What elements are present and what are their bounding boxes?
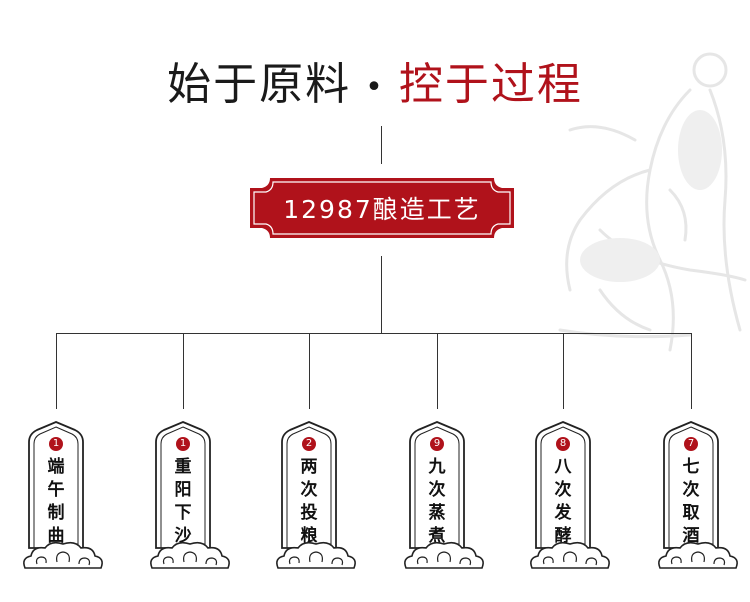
- cloud-ornament-icon: [23, 541, 103, 569]
- step-number-badge: 2: [302, 437, 316, 451]
- banner-label: 12987酿造工艺: [283, 195, 481, 224]
- step-number-badge: 1: [49, 437, 63, 451]
- title-separator: •: [365, 69, 385, 105]
- connector-branch: [56, 333, 57, 409]
- connector-branch: [183, 333, 184, 409]
- connector-top: [381, 126, 382, 164]
- step-card: 9 九次蒸煮: [404, 420, 484, 580]
- cloud-ornament-icon: [404, 541, 484, 569]
- connector-branch: [309, 333, 310, 409]
- connector-branch: [437, 333, 438, 409]
- cloud-ornament-icon: [530, 541, 610, 569]
- step-number-badge: 7: [684, 437, 698, 451]
- step-card: 7 七次取酒: [658, 420, 738, 580]
- cloud-ornament-icon: [150, 541, 230, 569]
- connector-trunk: [381, 256, 382, 333]
- step-label: 两次投粮: [300, 457, 318, 546]
- connector-horizontal: [56, 333, 691, 334]
- step-number-badge: 1: [176, 437, 190, 451]
- cloud-ornament-icon: [276, 541, 356, 569]
- step-label: 重阳下沙: [174, 457, 192, 546]
- process-banner: [250, 178, 514, 238]
- cloud-ornament-icon: [658, 541, 738, 569]
- step-card: 2 两次投粮: [276, 420, 356, 580]
- connector-branch: [563, 333, 564, 409]
- step-label: 九次蒸煮: [428, 457, 446, 546]
- step-card: 8 八次发酵: [530, 420, 610, 580]
- step-label: 八次发酵: [554, 457, 572, 546]
- title-right: 控于过程: [398, 59, 583, 110]
- page-title: 始于原料 • 控于过程: [0, 48, 750, 112]
- step-number-badge: 8: [556, 437, 570, 451]
- step-label: 七次取酒: [682, 457, 700, 546]
- connector-branch: [691, 333, 692, 409]
- step-card: 1 端午制曲: [23, 420, 103, 580]
- background-illustration: [558, 52, 747, 352]
- step-card: 1 重阳下沙: [150, 420, 230, 580]
- step-label: 端午制曲: [47, 457, 65, 546]
- step-number-badge: 9: [430, 437, 444, 451]
- title-left: 始于原料: [167, 59, 352, 110]
